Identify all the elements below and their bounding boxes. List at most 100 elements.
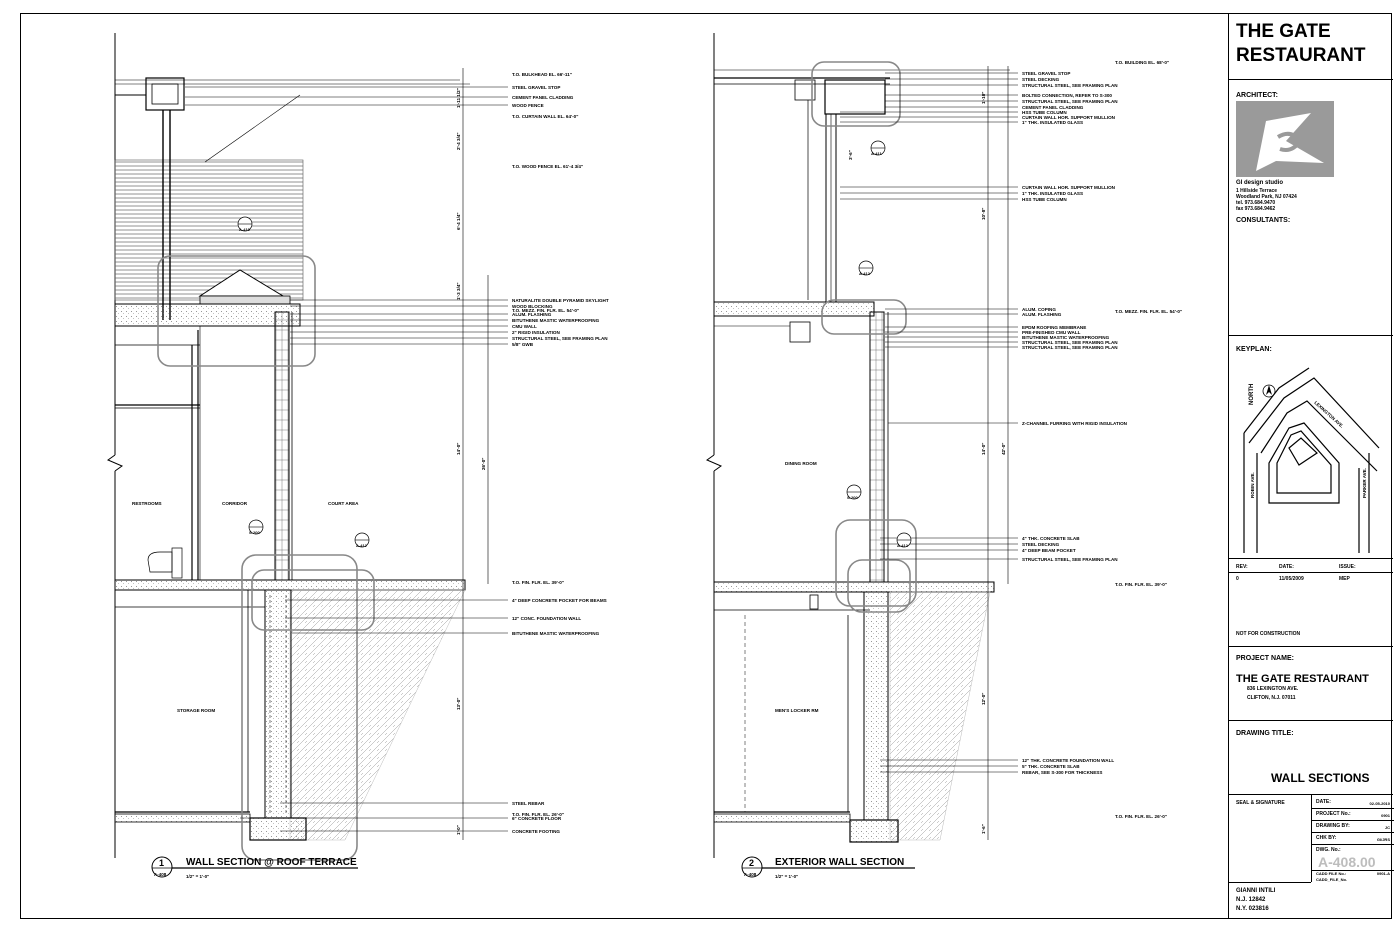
detail-tag-s2[interactable]: A-412 (896, 532, 912, 548)
project-address: 836 LEXINGTON AVE. (1247, 686, 1299, 692)
detail-tag-s1[interactable]: A-412 (354, 532, 370, 548)
leader-lines (185, 72, 1018, 832)
divider (1229, 572, 1393, 573)
detail-tag-ref: A-412 (859, 271, 871, 276)
license-ny: N.Y. 023816 (1236, 906, 1269, 912)
divider (1229, 720, 1393, 721)
detail-tag-ref: A-412 (897, 543, 909, 548)
room-label: STORAGE ROOM (177, 708, 215, 713)
s1-note: BITUTHENE MASTIC WATERPROOFING (512, 318, 600, 323)
detail-tag-ref: S-200 (847, 495, 858, 500)
detail-tag-s2[interactable]: S-200 (846, 484, 862, 500)
detail-tag-s2[interactable]: A-412 (858, 260, 874, 276)
detail-tag-s1[interactable]: S-200 (248, 519, 264, 535)
dim-text: 10'-8" (981, 208, 986, 220)
dim-text: 3'-6" (848, 150, 853, 160)
seal-label: SEAL & SIGNATURE (1236, 800, 1285, 806)
divider (1229, 79, 1393, 80)
divider (1229, 646, 1393, 647)
s1-elevation: T.O. BULKHEAD EL. 66'-11" (512, 72, 572, 77)
s2-note: HSS TUBE COLUMN (1022, 110, 1067, 115)
section-number: 2 (749, 858, 754, 868)
project-title-line-2: RESTAURANT (1236, 45, 1366, 66)
keyplan-north: NORTH (1249, 384, 1255, 405)
s2-note: 1" THK. INSULATED GLASS (1022, 120, 1083, 125)
s2-note: ALUM. FLASHING (1022, 312, 1062, 317)
s2-note: STRUCTURAL STEEL, SEE FRAMING PLAN (1022, 99, 1118, 104)
dim-text: 2'-4 3/4" (456, 132, 461, 150)
cadd-label: CADD FILE No.: (1316, 871, 1347, 876)
s2-elevation: T.O. BUILDING EL. 68'-0" (1115, 60, 1169, 65)
chk-by: GI/JRS (1376, 837, 1390, 842)
s1-note: ALUM. FLASHING (512, 312, 552, 317)
dwg-no-label: DWG. No.: (1316, 847, 1341, 853)
section-sheet-ref: A-408 (744, 872, 757, 877)
rev-value: 0 (1236, 576, 1239, 582)
dim-text: 6'-4 1/4" (456, 212, 461, 230)
s2-note: 4" THK. CONCRETE SLAB (1022, 536, 1080, 541)
s2-note: EPDM ROOFING MEMBRANE (1022, 325, 1086, 330)
detail-tag-ref: A-412 (356, 543, 368, 548)
s2-note: CURTAIN WALL HOR. SUPPORT MULLION (1022, 115, 1116, 120)
s1-note: 12" CONC. FOUNDATION WALL (512, 616, 581, 621)
s1-note: WOOD FENCE (512, 103, 544, 108)
s2-note: ALUM. COPING (1022, 307, 1056, 312)
s2-note: 12" THK. CONCRETE FOUNDATION WALL (1022, 758, 1114, 763)
consultants-label: CONSULTANTS: (1236, 217, 1291, 224)
project-title-line-1: THE GATE (1236, 21, 1331, 42)
s2-note: STRUCTURAL STEEL, SEE FRAMING PLAN (1022, 83, 1118, 88)
section-2-title: 2 A-408 EXTERIOR WALL SECTION 1/2" = 1'-… (741, 856, 915, 879)
not-for-construction: NOT FOR CONSTRUCTION (1236, 631, 1301, 637)
s2-note: 4" DEEP BEAM POCKET (1022, 548, 1076, 553)
section-title: WALL SECTION @ ROOF TERRACE (186, 857, 357, 868)
s2-note: 1" THK. INSULATED GLASS (1022, 191, 1083, 196)
dim-text: 1'-11 1/2" (456, 88, 461, 108)
s2-note: CURTAIN WALL HOR. SUPPORT MULLION (1022, 185, 1116, 190)
project-address: CLIFTON, N.J. 07011 (1247, 695, 1296, 701)
s2-elevation: T.O. MEZZ. FIN. FLR. EL. 54'-0" (1115, 309, 1182, 314)
section-scale: 1/2" = 1'-0" (186, 874, 209, 879)
dim-text: 1'-0" (456, 825, 461, 835)
section-number: 1 (159, 858, 164, 868)
dim-text: 1'-6" (981, 824, 986, 834)
s2-note: STRUCTURAL STEEL, SEE FRAMING PLAN (1022, 340, 1118, 345)
cadd-sub: CADD_FILE_No. (1316, 877, 1348, 882)
s2-note: STEEL GRAVEL STOP (1022, 71, 1070, 76)
keyplan-label: KEYPLAN: (1236, 346, 1272, 353)
drawn-by-label: DRAWING BY: (1316, 823, 1350, 829)
s2-note: BOLTED CONNECTION, REFER TO S-300 (1022, 93, 1112, 98)
s1-note: 5/8" GWB (512, 342, 534, 347)
s1-note: STRUCTURAL STEEL, SEE FRAMING PLAN (512, 336, 608, 341)
room-label: RESTROOMS (132, 501, 162, 506)
s1-elevation: T.O. FIN. FLR. EL. 26'-0" (512, 812, 564, 817)
dim-text: 1'-10" (981, 92, 986, 104)
s1-note: STEEL REBAR (512, 801, 545, 806)
section-sheet-ref: A-408 (154, 872, 167, 877)
keyplan-map: NORTH LEXINGTON AVE. ROBIN AVE. PARKER A… (1239, 363, 1387, 553)
section-1-title: 1 A-408 WALL SECTION @ ROOF TERRACE 1/2"… (151, 856, 358, 879)
date-field: 02-05-2010 (1369, 801, 1390, 806)
section-2-geometry (705, 33, 1010, 858)
dim-text: 42'-0" (1001, 443, 1006, 455)
s1-note: CONCRETE FOOTING (512, 829, 560, 834)
s1-note: CEMENT PANEL CLADDING (512, 95, 574, 100)
s2-note: BITUTHENE MASTIC WATERPROOFING (1022, 335, 1110, 340)
project-name-label: PROJECT NAME: (1236, 655, 1294, 662)
s2-note: PRE-FINISHED CMU WALL (1022, 330, 1081, 335)
s2-note: STEEL DECKING (1022, 542, 1060, 547)
room-label: COURT AREA (328, 501, 359, 506)
keyplan-street: LEXINGTON AVE. (1313, 400, 1344, 429)
dim-text: 12'-0" (981, 693, 986, 705)
drawing-title: WALL SECTIONS (1271, 771, 1370, 785)
section-1-geometry (106, 33, 489, 861)
date-value: 11/05/2009 (1279, 576, 1304, 582)
project-no-label: PROJECT No.: (1316, 811, 1351, 817)
section-title: EXTERIOR WALL SECTION (775, 857, 904, 868)
detail-tag-s1[interactable]: A-410 (237, 216, 253, 232)
architect-logo (1236, 101, 1334, 177)
date-label: DATE: (1316, 799, 1331, 805)
drawing-title-label: DRAWING TITLE: (1236, 730, 1294, 737)
s1-note: BITUTHENE MASTIC WATERPROOFING (512, 631, 600, 636)
date-header: DATE: (1279, 564, 1294, 570)
detail-tag-s2[interactable]: A-411 (870, 140, 886, 156)
